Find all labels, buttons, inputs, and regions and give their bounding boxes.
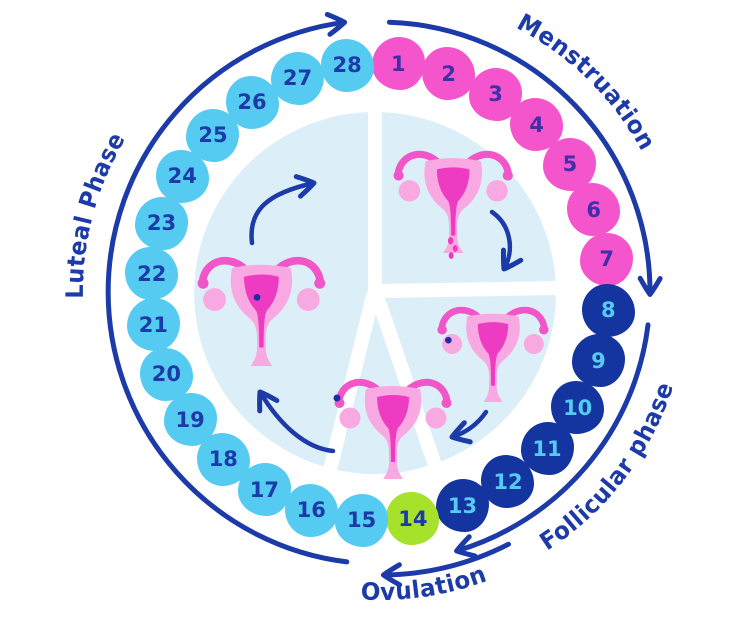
day-number: 12 — [493, 469, 523, 494]
day-number: 6 — [586, 197, 601, 222]
day-number: 23 — [146, 211, 177, 236]
day-circle-5: 5 — [543, 137, 597, 191]
day-circle-26: 26 — [225, 75, 279, 129]
day-circle-12: 12 — [481, 455, 535, 509]
day-circle-16: 16 — [284, 483, 338, 537]
outer-cycle-arrows — [105, 12, 663, 588]
day-circle-9: 9 — [571, 334, 625, 388]
day-circle-28: 28 — [320, 38, 374, 92]
flow-arrow-follicular-to-ovulation — [449, 409, 489, 445]
day-circle-13: 13 — [435, 479, 489, 533]
day-number: 22 — [137, 261, 167, 286]
day-number: 8 — [600, 298, 616, 323]
day-number: 4 — [529, 112, 544, 137]
day-number: 25 — [198, 123, 228, 148]
day-number: 5 — [562, 152, 578, 177]
cycle-arrow-menstruation — [386, 19, 663, 297]
day-number: 15 — [347, 508, 377, 533]
day-number: 7 — [599, 247, 614, 272]
day-number: 13 — [447, 493, 478, 518]
uterus-ovulation-icon — [334, 382, 452, 479]
day-circle-11: 11 — [520, 422, 574, 476]
cycle-arrow-follicular — [454, 322, 651, 559]
flow-arrow-ovulation-to-luteal — [257, 389, 336, 454]
cycle-arrow-ovulation — [381, 541, 511, 588]
day-number: 9 — [591, 348, 606, 373]
inner-flow-arrows — [249, 174, 524, 454]
day-circle-21: 21 — [126, 298, 180, 352]
day-circle-14: 14 — [386, 492, 440, 546]
flow-arrow-luteal-to-menstruation — [249, 174, 317, 246]
day-number: 14 — [398, 506, 428, 531]
day-number: 24 — [167, 164, 197, 189]
day-number: 1 — [391, 51, 406, 76]
day-number: 28 — [332, 53, 362, 78]
day-circle-19: 19 — [163, 393, 217, 447]
day-circle-6: 6 — [567, 183, 621, 236]
center-pie — [194, 96, 567, 481]
day-circle-2: 2 — [422, 47, 476, 101]
day-number: 27 — [282, 66, 313, 91]
day-circle-27: 27 — [271, 51, 324, 105]
day-circle-20: 20 — [139, 347, 193, 401]
day-circle-15: 15 — [335, 493, 389, 547]
day-number: 2 — [441, 61, 456, 86]
day-number: 18 — [208, 447, 238, 471]
day-circle-23: 23 — [135, 196, 189, 250]
uterus-follicular-icon — [437, 310, 548, 402]
day-circle-1: 1 — [371, 37, 425, 91]
day-circle-25: 25 — [186, 108, 240, 162]
day-number: 10 — [563, 395, 593, 420]
day-number: 20 — [151, 362, 181, 387]
day-number: 26 — [237, 90, 267, 115]
day-number: 16 — [296, 498, 326, 523]
day-number: 3 — [488, 82, 503, 107]
day-number: 11 — [532, 436, 562, 461]
day-number: 19 — [175, 407, 205, 432]
day-circle-8: 8 — [581, 283, 635, 337]
day-number: 17 — [249, 477, 280, 502]
uterus-menstruation-icon — [394, 154, 513, 260]
day-number: 21 — [138, 312, 168, 337]
flow-arrow-menstruation-to-follicular — [489, 209, 524, 272]
day-circle-7: 7 — [580, 232, 634, 286]
uterus-luteal-icon — [198, 261, 326, 366]
cycle-arrow-luteal — [105, 12, 350, 565]
day-circle-22: 22 — [125, 247, 179, 301]
